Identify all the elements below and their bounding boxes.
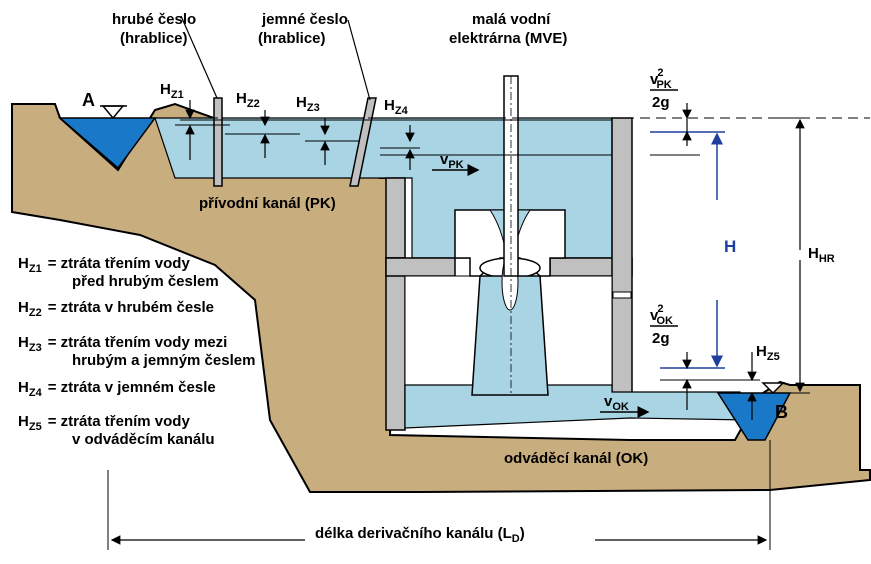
hz3-label: HZ3	[296, 94, 320, 114]
upper-slab	[385, 257, 456, 277]
coarse-screen-label-2: (hrablice)	[120, 30, 188, 47]
coarse-screen	[213, 97, 223, 187]
draft-tube	[471, 275, 549, 396]
fine-screen-label-1: jemné česlo	[261, 11, 348, 28]
length-label: délka derivačního kanálu (LD)	[315, 525, 525, 545]
outlet-canal-label: odváděcí kanál (OK)	[504, 450, 648, 467]
legend: HZ1= ztráta třením vody před hrubým česl…	[18, 255, 255, 448]
inlet-canal-label: přívodní kanál (PK)	[199, 195, 336, 212]
hz1-label: HZ1	[160, 81, 184, 101]
soil	[11, 102, 871, 493]
h-label: H	[724, 237, 736, 256]
legend-item-hz3-line2: hrubým a jemným česlem	[72, 352, 255, 369]
legend-item-hz5-line2: v odváděcím kanálu	[72, 431, 215, 448]
inlet-wall	[385, 177, 406, 259]
water-level-b	[761, 382, 785, 395]
point-b-label: B	[775, 402, 788, 422]
svg-text:2g: 2g	[652, 330, 670, 347]
legend-item-hz2: HZ2= ztráta v hrubém česle	[18, 299, 214, 319]
fine-screen-label-2: (hrablice)	[258, 30, 326, 47]
outlet-canal-water	[404, 384, 749, 429]
legend-item-hz5: HZ5= ztráta třením vody	[18, 413, 190, 433]
downstream-pool	[716, 392, 792, 441]
legend-item-hz3: HZ3= ztráta třením vody mezi	[18, 334, 227, 354]
upstream-pool	[57, 117, 157, 170]
mve-label-1: malá vodní	[472, 11, 551, 28]
legend-item-hz4: HZ4= ztráta v jemném česle	[18, 379, 216, 399]
hhr-label: HHR	[808, 245, 835, 265]
legend-item-hz1: HZ1= ztráta třením vody	[18, 255, 190, 275]
vpk-label: vPK	[440, 151, 464, 171]
mve-label-2: elektrárna (MVE)	[449, 30, 567, 47]
hz2-label: HZ2	[236, 90, 260, 110]
point-a-label: A	[82, 90, 95, 110]
right-wall	[611, 117, 633, 396]
svg-text:2g: 2g	[652, 94, 670, 111]
legend-item-hz1-line2: před hrubým česlem	[72, 273, 219, 290]
left-pit-wall	[385, 257, 406, 431]
hz5-label: HZ5	[756, 343, 780, 363]
vok-label: vOK	[604, 393, 629, 413]
hz4-label: HZ4	[384, 97, 409, 117]
water-level-a	[101, 105, 125, 120]
coarse-screen-label-1: hrubé česlo	[112, 11, 196, 28]
